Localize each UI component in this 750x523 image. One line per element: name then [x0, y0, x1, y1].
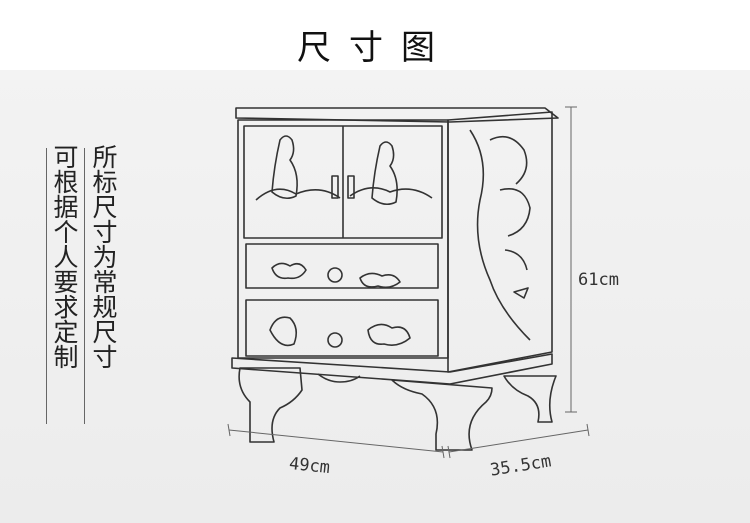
cabinet-side	[447, 111, 553, 373]
cabinet-drawing	[227, 106, 590, 459]
back-right-leg	[503, 375, 557, 423]
title-bar: 尺寸图	[0, 0, 750, 70]
height-label: 61cm	[578, 270, 619, 290]
upper-drawer	[245, 243, 439, 289]
dimension-panel	[0, 70, 750, 523]
front-left-leg	[238, 367, 303, 443]
standard-size-note: 所标尺寸为常规尺寸	[89, 144, 118, 369]
depth-dimension-line	[448, 429, 589, 453]
custom-order-note: 可根据个人要求定制	[50, 144, 79, 369]
bird-icon	[513, 287, 529, 299]
lower-drawer	[245, 299, 439, 357]
lower-drawer-ring-icon	[327, 332, 343, 348]
cabinet-top	[235, 107, 559, 123]
note-divider-left	[46, 148, 47, 424]
front-right-leg	[391, 379, 493, 451]
page-title: 尺寸图	[297, 28, 453, 68]
width-dimension-line	[228, 429, 444, 453]
width-label: 49cm	[288, 453, 331, 479]
upper-drawer-ring-icon	[327, 267, 343, 283]
cabinet-base	[231, 353, 553, 385]
note-divider-right	[84, 148, 85, 424]
